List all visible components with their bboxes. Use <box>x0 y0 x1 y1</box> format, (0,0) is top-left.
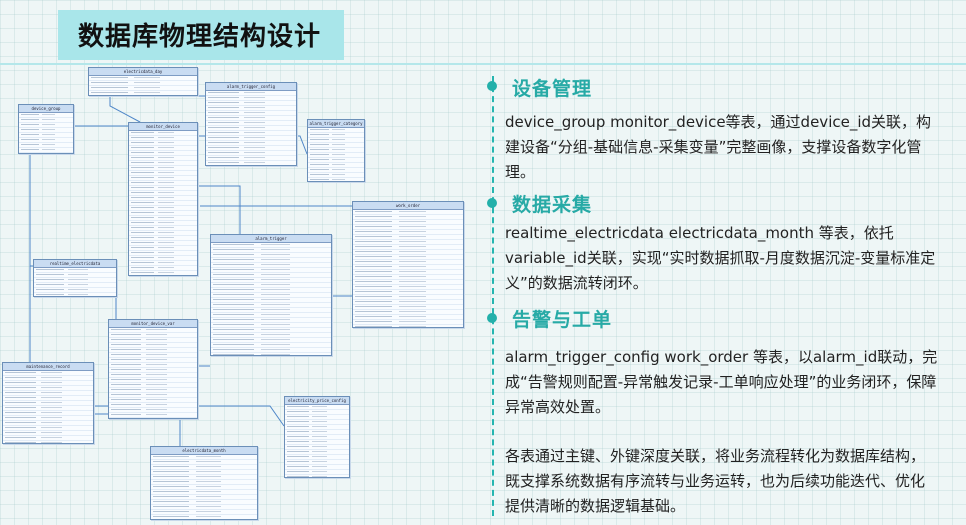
page-title: 数据库物理结构设计 <box>78 22 322 52</box>
section-text-device: device_group monitor_device等表，通过device_i… <box>505 113 932 181</box>
timeline-line <box>492 76 494 516</box>
section-dot <box>487 313 497 323</box>
table-realtime-electricdata: realtime_electricdata <box>33 259 117 297</box>
section-text-data: realtime_electricdata electricdata_month… <box>505 224 936 292</box>
table-monitor-device-var: monitor_device_var <box>108 319 198 419</box>
table-alarm-trigger-category: alarm_trigger_category <box>307 119 365 182</box>
table-electricity-price-config: electricity_price_config <box>284 396 350 478</box>
summary-text: 各表通过主键、外键深度关联，将业务流程转化为数据库结构，既支撑系统数据有序流转与… <box>505 447 926 515</box>
table-monitor-device: monitor_device <box>128 122 198 276</box>
er-diagram: electricdata_day alarm_trigger_config de… <box>0 66 480 525</box>
section-text-alarm: alarm_trigger_config work_order 等表，以alar… <box>505 348 938 416</box>
section-title-data: 数据采集 <box>512 194 593 216</box>
table-alarm-trigger: alarm_trigger <box>210 234 332 356</box>
table-work-order: work_order <box>352 201 464 328</box>
table-electricdata-month: electricdata_month <box>150 446 258 520</box>
title-underline <box>0 63 966 65</box>
section-title-device: 设备管理 <box>512 78 593 100</box>
section-dot <box>487 198 497 208</box>
title-bar <box>58 10 344 60</box>
table-maintenance-record: maintenance_record <box>2 362 94 444</box>
table-device-group: device_group <box>18 104 74 154</box>
section-dot <box>487 81 497 91</box>
table-electricdata-day: electricdata_day <box>88 67 198 96</box>
table-alarm-trigger-config: alarm_trigger_config <box>205 82 297 166</box>
section-title-alarm: 告警与工单 <box>512 309 613 331</box>
